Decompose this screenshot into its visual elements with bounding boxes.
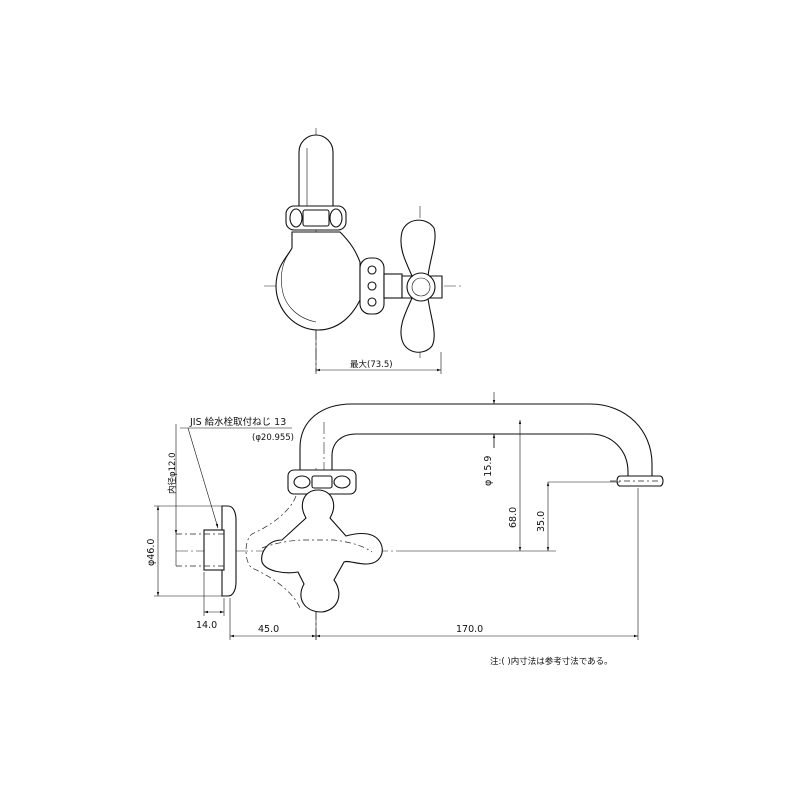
front-dimensions: φ 15.9 68.0 35.0 内径φ12.0 φ46.0 JIS 給水栓取付… bbox=[146, 392, 639, 640]
spout-outer bbox=[299, 403, 653, 478]
dim-inner-dia: 内径φ12.0 bbox=[167, 452, 178, 494]
callout-jis-thread: JIS 給水栓取付ねじ 13 bbox=[189, 416, 286, 428]
callout-jis-dia: (φ20.955) bbox=[252, 433, 294, 443]
body-hidden-outline bbox=[245, 495, 301, 609]
dim-height-68: 68.0 bbox=[508, 507, 519, 528]
inlet-thread bbox=[203, 529, 225, 571]
dim-height-35: 35.0 bbox=[536, 511, 547, 532]
reference-note: 注:( )内寸法は参考寸法である。 bbox=[490, 656, 613, 667]
spout-inner bbox=[331, 433, 629, 478]
cross-handle-front bbox=[261, 489, 383, 613]
front-view bbox=[176, 403, 664, 640]
top-view: 最大(73.5) bbox=[264, 128, 462, 374]
wall-flange bbox=[221, 505, 237, 597]
dim-max-width: 最大(73.5) bbox=[350, 359, 393, 370]
dim-flange-dia: φ46.0 bbox=[146, 539, 157, 566]
faucet-body-top bbox=[275, 231, 361, 331]
spout-tube-top bbox=[298, 134, 334, 223]
dim-spout-reach: 170.0 bbox=[456, 624, 483, 635]
dim-spout-dia: φ 15.9 bbox=[483, 456, 494, 486]
dim-thread-length: 14.0 bbox=[196, 620, 217, 631]
dim-offset-45: 45.0 bbox=[258, 624, 279, 635]
